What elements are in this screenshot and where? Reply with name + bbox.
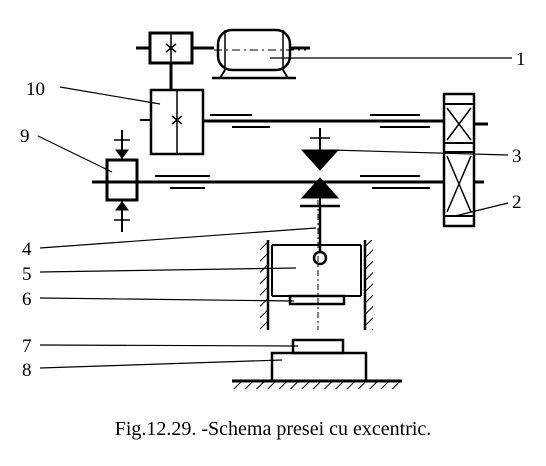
brake [105, 130, 139, 232]
upper-die [288, 294, 346, 306]
crank-shaft [92, 175, 484, 189]
connecting-rod [312, 200, 328, 330]
label-1: 1 [516, 49, 526, 70]
gearbox [140, 88, 205, 156]
label-5: 5 [22, 264, 32, 285]
callout-labels: 1 10 9 3 2 4 5 6 7 8 [20, 49, 526, 381]
lower-die-and-table [232, 338, 402, 389]
clutch [300, 128, 340, 208]
flywheel [442, 92, 476, 228]
label-3: 3 [512, 146, 522, 167]
label-10: 10 [26, 79, 45, 100]
label-8: 8 [22, 360, 32, 381]
label-6: 6 [22, 289, 32, 310]
motor-assembly [136, 28, 310, 80]
label-4: 4 [22, 239, 32, 260]
figure-caption: Fig.12.29. -Schema presei cu excentric. [114, 418, 432, 440]
label-7: 7 [22, 336, 32, 357]
leader-lines [37, 57, 512, 369]
label-9: 9 [20, 126, 30, 147]
label-2: 2 [512, 192, 522, 213]
upper-horizontal-shaft [203, 114, 488, 128]
